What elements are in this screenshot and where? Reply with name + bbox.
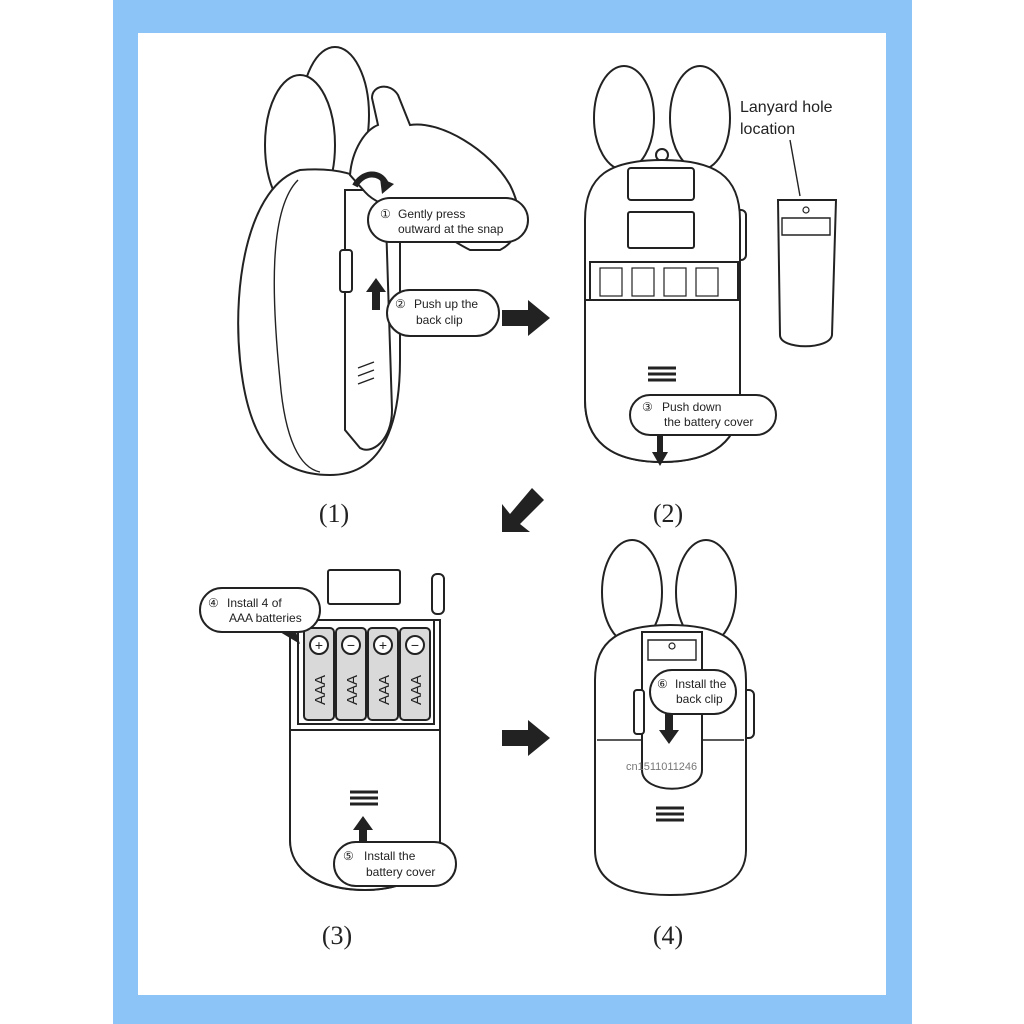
callout-4-text1: Install 4 of (227, 596, 282, 610)
callout-5-text2: battery cover (366, 865, 435, 879)
lanyard-note-line2: location (740, 121, 795, 138)
step-number-2: (2) (653, 499, 683, 528)
callout-6-text2: back clip (676, 692, 723, 706)
arrow-right-2 (502, 720, 550, 756)
callout-1-line1: ① (380, 207, 391, 221)
callout-2-text1: Push up the (414, 297, 478, 311)
callout-2-text2: back clip (416, 313, 463, 327)
batteries (303, 627, 431, 721)
step-number-1: (1) (319, 499, 349, 528)
battery-label-3: AAA (376, 675, 393, 705)
callout-3-text1: Push down (662, 400, 721, 414)
step-number-4: (4) (653, 921, 683, 950)
polarity-2: − (347, 637, 355, 653)
callout-6-text1: Install the (675, 677, 727, 691)
callout-4-marker: ④ (208, 596, 219, 610)
step-2-illustration (584, 65, 838, 466)
callout-step1-snap (367, 197, 529, 243)
callout-5-marker: ⑤ (343, 849, 354, 863)
arrow-right-1 (502, 300, 550, 336)
step-4-illustration (594, 539, 755, 897)
callout-3-text2: the battery cover (664, 415, 753, 429)
callout-2-marker: ② (395, 297, 406, 311)
callout-5-text1: Install the (364, 849, 416, 863)
step-number-3: (3) (322, 921, 352, 950)
callout-step3-batteries (199, 587, 321, 633)
callout-1-text1: Gently press (398, 207, 465, 221)
step-1-illustration (237, 46, 520, 477)
callout-step2-cover (629, 394, 777, 436)
callout-step3-cover (333, 841, 457, 887)
callout-step4-clip (649, 669, 737, 715)
polarity-3: + (379, 637, 387, 653)
callout-step1-clip (386, 289, 500, 337)
callout-6-marker: ⑥ (657, 677, 668, 691)
battery-label-4: AAA (408, 675, 425, 705)
arrow-diagonal (502, 488, 544, 532)
battery-label-1: AAA (312, 675, 329, 705)
callout-3-marker: ③ (642, 400, 653, 414)
callout-4-text2: AAA batteries (229, 611, 302, 625)
polarity-1: + (315, 637, 323, 653)
battery-label-2: AAA (344, 675, 361, 705)
callout-1-text2: outward at the snap (398, 222, 504, 236)
watermark: cn1511011246 (626, 761, 697, 773)
polarity-4: − (411, 637, 419, 653)
lanyard-note-line1: Lanyard hole (740, 99, 833, 116)
